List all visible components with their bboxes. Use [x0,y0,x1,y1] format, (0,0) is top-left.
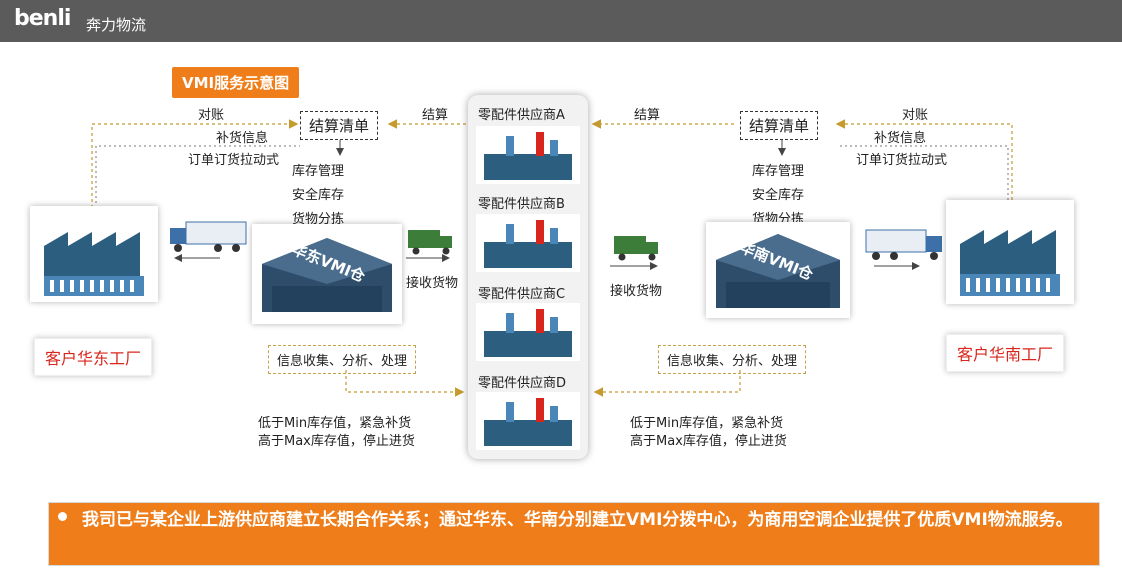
supplier-factory-icon [484,220,572,268]
right-rule-min: 低于Min库存值，紧急补货 [630,416,784,431]
right-warehouse-image [706,222,850,318]
supplier-factory-icon [484,132,572,180]
right-rule-max: 高于Max库存值，停止进货 [630,434,787,449]
truck-icon [170,221,247,252]
supplier-d-label: 零配件供应商D [478,376,567,391]
left-customer-label: 客户华东工厂 [34,338,153,376]
green-truck-icon [408,230,452,255]
brand-logo: benli [14,6,71,31]
right-replenish-label: 补货信息 [874,131,927,146]
supplier-c-label: 零配件供应商C [478,287,566,302]
right-function-2: 安全库存 [752,188,805,203]
left-function-3: 货物分拣 [292,212,345,227]
left-rule-max: 高于Max库存值，停止进货 [258,434,415,449]
left-replenish-label: 补货信息 [216,131,269,146]
diagram-title: VMI服务示意图 [172,67,300,98]
truck-icon [865,229,942,260]
right-truck-to-customer [864,226,944,262]
warehouse-icon [262,238,392,312]
left-function-1: 库存管理 [292,164,345,179]
supplier-b-label: 零配件供应商B [478,197,565,212]
right-settle-arrow-label: 结算 [634,108,661,123]
warehouse-icon [716,234,840,308]
left-warehouse-image [252,224,402,324]
right-info-box: 信息收集、分析、处理 [658,345,807,374]
left-settle-arrow-label: 结算 [422,108,449,123]
summary-banner [48,502,1100,566]
right-reconcile-label: 对账 [902,108,929,123]
left-settlement-box: 结算清单 [300,111,379,140]
supplier-a-image [476,126,580,184]
supplier-b-image [476,214,580,272]
factory-icon [44,232,144,296]
left-receive-label: 接收货物 [406,276,459,291]
bullet-icon [58,512,67,521]
left-function-2: 安全库存 [292,188,345,203]
right-settlement-box: 结算清单 [740,111,819,140]
green-truck-icon [614,236,658,261]
left-reconcile-label: 对账 [198,108,225,123]
right-factory-image [946,200,1074,304]
factory-icon [960,230,1060,296]
left-factory-image [30,206,158,302]
supplier-factory-icon [484,398,572,446]
left-rule-min: 低于Min库存值，紧急补货 [258,416,412,431]
brand-name: 奔力物流 [86,16,147,34]
supplier-c-image [476,303,580,361]
left-truck-receive [406,226,456,258]
left-info-box: 信息收集、分析、处理 [268,345,417,374]
supplier-d-image [476,392,580,450]
supplier-a-label: 零配件供应商A [478,108,565,123]
supplier-factory-icon [484,309,572,357]
left-order-label: 订单订货拉动式 [188,153,280,168]
left-truck-to-customer [168,218,248,254]
top-bar [0,0,1122,42]
right-truck-receive [612,232,662,264]
right-receive-label: 接收货物 [610,284,663,299]
right-order-label: 订单订货拉动式 [856,153,948,168]
right-function-1: 库存管理 [752,164,805,179]
summary-text: 我司已与某企业上游供应商建立长期合作关系；通过华东、华南分别建立VMI分拨中心，… [82,510,1073,530]
right-customer-label: 客户华南工厂 [946,334,1065,372]
